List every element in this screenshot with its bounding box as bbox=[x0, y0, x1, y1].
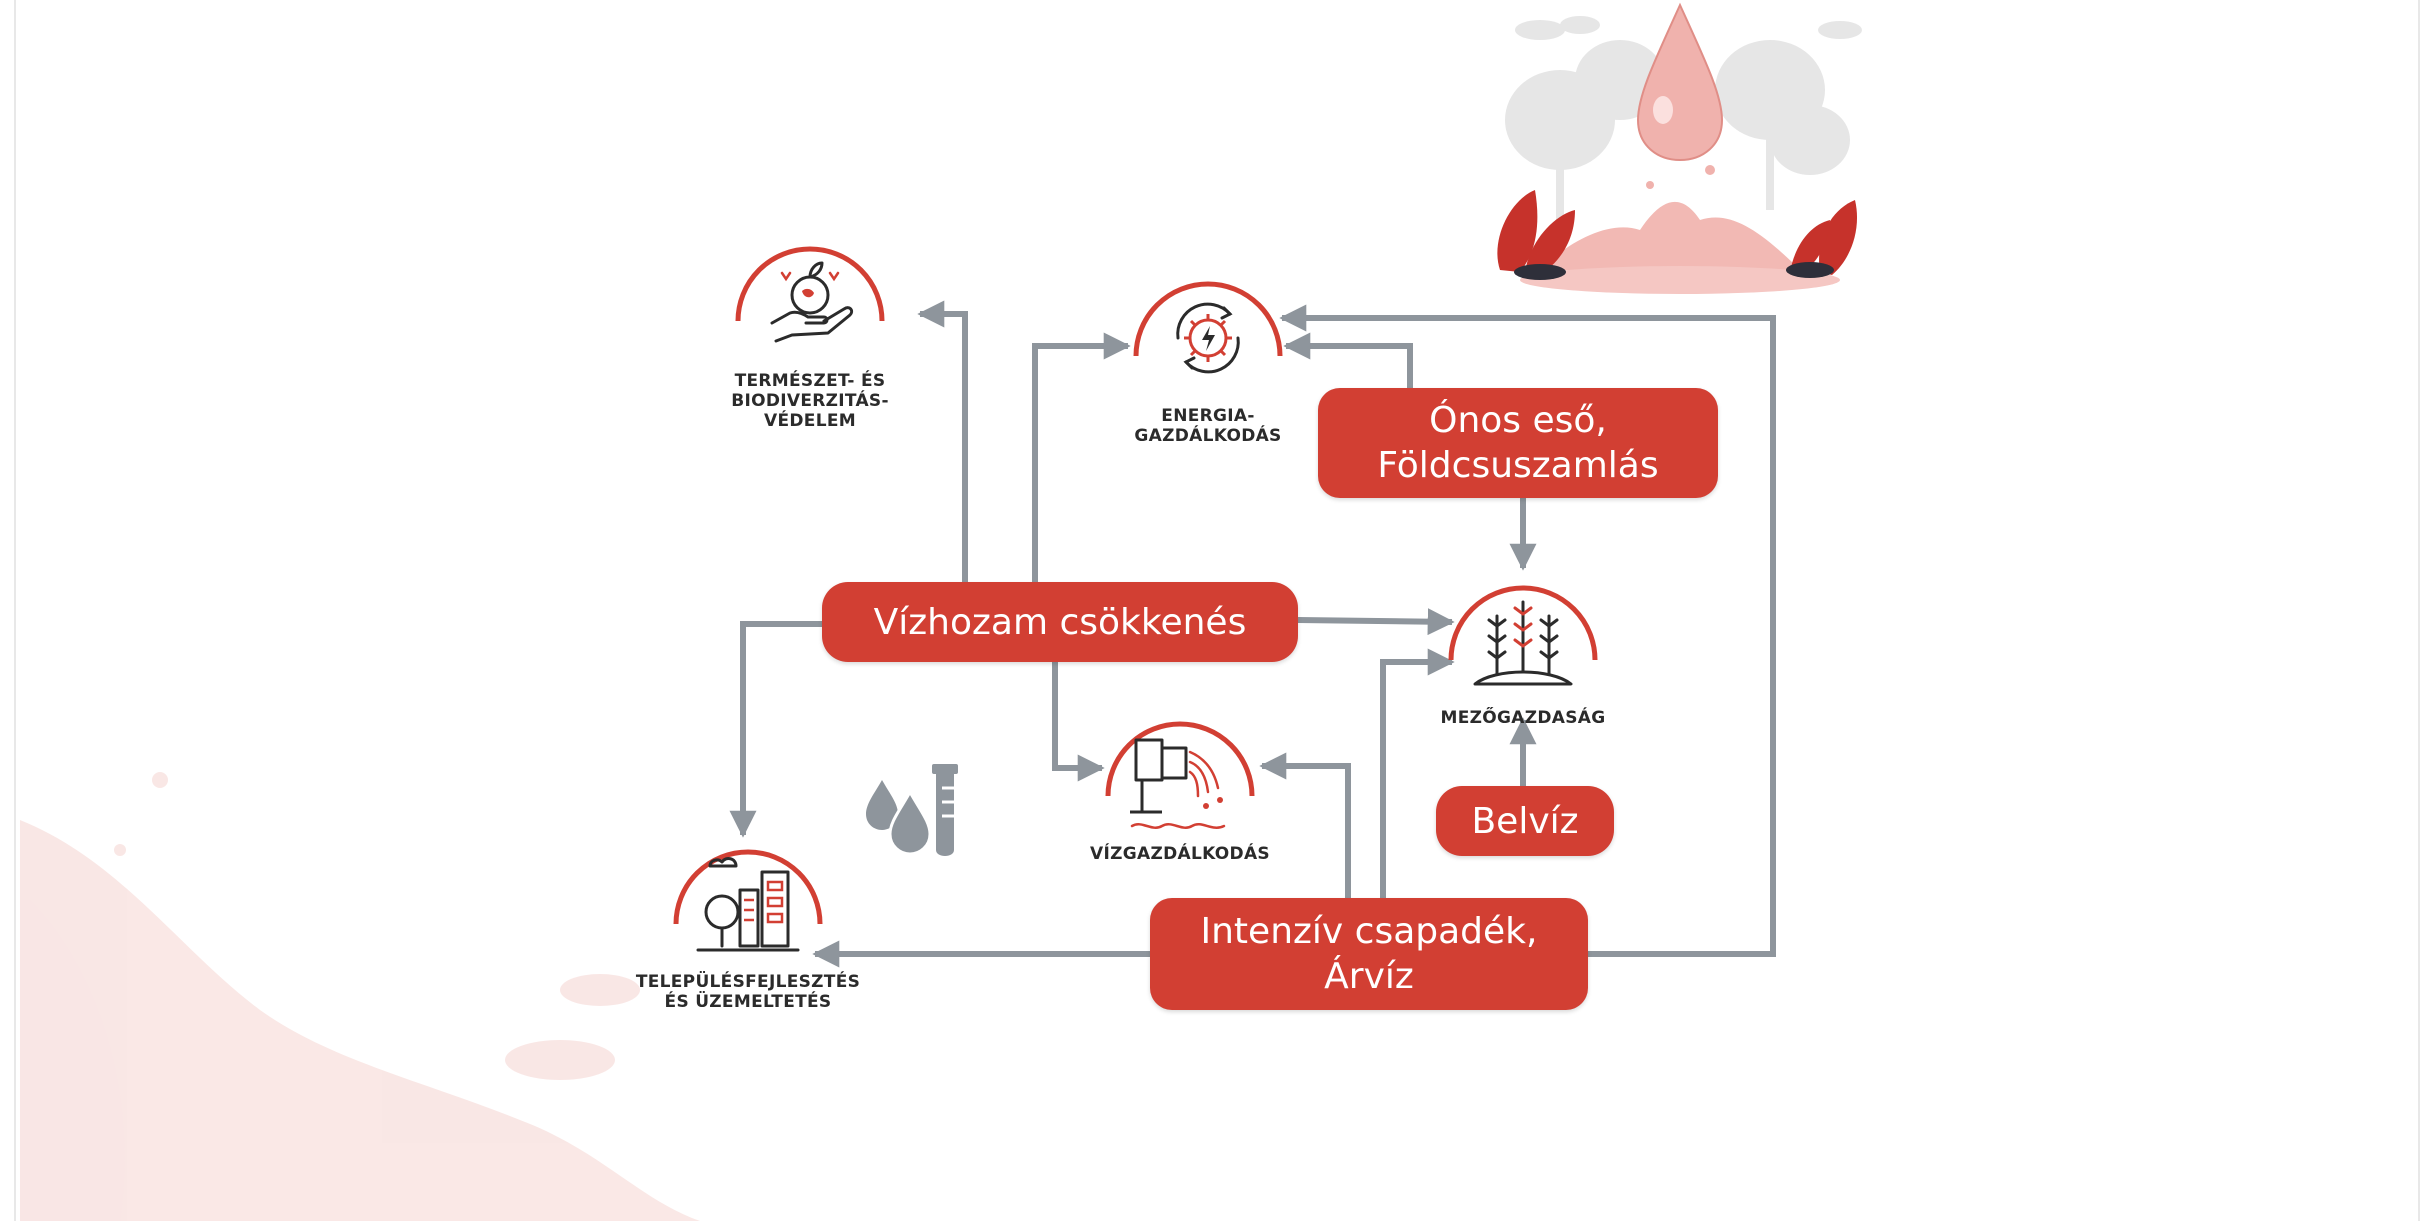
box-onos-eso-foldcsuszamlas: Ónos eső, Földcsuszamlás bbox=[1318, 388, 1718, 498]
water-drop-splash-illustration bbox=[1497, 2, 1862, 294]
box-intenziv-line2: Árvíz bbox=[1324, 956, 1414, 997]
box-intenziv-csapadek-arviz: Intenzív csapadék, Árvíz bbox=[1150, 898, 1588, 1010]
sector-telepules-label: TELEPÜLÉSFEJLESZTÉS ÉS ÜZEMELTETÉS bbox=[635, 972, 861, 1012]
arrow-intenziv-to-mezogazdasag bbox=[1380, 648, 1455, 898]
right-frame-line bbox=[2418, 0, 2420, 1221]
arrow-vizhozam-to-energia bbox=[1032, 332, 1131, 582]
sector-termeszet-label: TERMÉSZET- ÉS BIODIVERZITÁS- VÉDELEM bbox=[731, 371, 889, 431]
arrow-vizhozam-to-vizgazdalkodas bbox=[1052, 660, 1105, 782]
left-frame-line bbox=[14, 0, 16, 1221]
arrow-intenziv-to-energia bbox=[1279, 304, 1776, 957]
city-buildings-icon bbox=[673, 849, 823, 952]
arrow-intenziv-to-vizgazdalkodas bbox=[1259, 752, 1351, 898]
sector-telepules: TELEPÜLÉSFEJLESZTÉS ÉS ÜZEMELTETÉS bbox=[636, 836, 860, 1012]
sector-mezogazdasag: MEZŐGAZDASÁG bbox=[1441, 572, 1605, 728]
box-onos-line1: Ónos eső, bbox=[1429, 400, 1607, 441]
water-drops-test-tube-icon bbox=[866, 764, 958, 856]
box-onos-line2: Földcsuszamlás bbox=[1377, 445, 1659, 486]
box-vizhozam-csokkenes: Vízhozam csökkenés bbox=[822, 582, 1298, 662]
sector-termeszet: TERMÉSZET- ÉS BIODIVERZITÁS- VÉDELEM bbox=[731, 233, 889, 431]
sector-vizgazdalkodas: VÍZGAZDÁLKODÁS bbox=[1090, 708, 1270, 864]
sector-energia-label: ENERGIA- GAZDÁLKODÁS bbox=[1134, 406, 1282, 446]
gear-energy-icon bbox=[1133, 281, 1283, 374]
box-belviz-label: Belvíz bbox=[1471, 800, 1579, 842]
box-intenziv-line1: Intenzív csapadék, bbox=[1200, 911, 1538, 952]
hand-holding-globe-icon bbox=[735, 246, 885, 343]
arrow-vizhozam-to-mezogazdasag bbox=[1297, 608, 1455, 636]
water-pipe-icon bbox=[1105, 721, 1255, 829]
sector-energia: ENERGIA- GAZDÁLKODÁS bbox=[1130, 268, 1286, 446]
arrow-vizhozam-to-termeszet bbox=[917, 300, 968, 582]
box-vizhozam-label: Vízhozam csökkenés bbox=[873, 601, 1247, 643]
arrow-onos-to-energia bbox=[1283, 332, 1413, 388]
sector-vizgazdalkodas-label: VÍZGAZDÁLKODÁS bbox=[1090, 844, 1270, 864]
sector-mezogazdasag-label: MEZŐGAZDASÁG bbox=[1440, 708, 1606, 728]
crops-icon bbox=[1448, 585, 1598, 686]
box-belviz: Belvíz bbox=[1436, 786, 1614, 856]
arrow-vizhozam-to-telepules bbox=[729, 621, 822, 838]
